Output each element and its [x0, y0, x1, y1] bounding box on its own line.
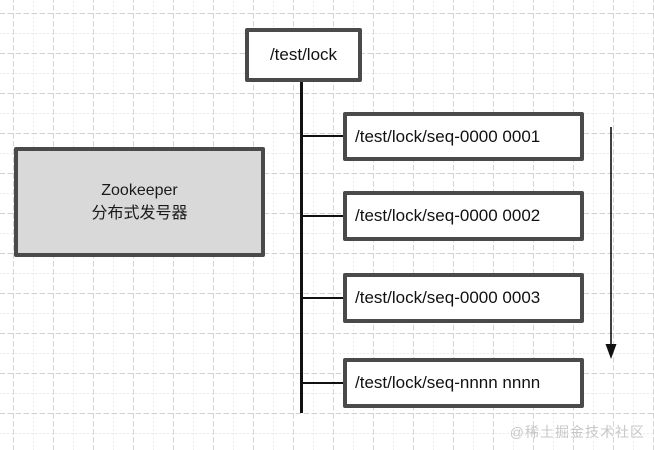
root-node-box: /test/lock: [245, 28, 362, 82]
root-node-label: /test/lock: [269, 45, 338, 64]
seq-node-label-2: /test/lock/seq-0000 0002: [355, 206, 541, 225]
connector-line-4: [302, 382, 344, 384]
connector-line-1: [302, 135, 344, 137]
seq-node-box-2: /test/lock/seq-0000 0002: [343, 191, 584, 241]
seq-node-label-3: /test/lock/seq-0000 0003: [355, 288, 541, 307]
connector-line-3: [302, 297, 344, 299]
zookeeper-box: Zookeeper 分布式发号器: [14, 147, 265, 257]
seq-node-label-1: /test/lock/seq-0000 0001: [355, 126, 541, 146]
connector-line-2: [302, 215, 344, 217]
seq-node-label-4: /test/lock/seq-nnnn nnnn: [355, 373, 541, 392]
watermark-text: @稀土掘金技术社区: [509, 424, 645, 440]
down-arrow-icon: [605, 127, 617, 359]
zookeeper-box-line2: 分布式发号器: [91, 205, 188, 222]
seq-node-box-1: /test/lock/seq-0000 0001: [343, 112, 584, 161]
tree-trunk-line: [300, 80, 303, 413]
seq-node-box-4: /test/lock/seq-nnnn nnnn: [343, 358, 584, 408]
seq-node-box-3: /test/lock/seq-0000 0003: [343, 273, 584, 323]
zookeeper-box-line1: Zookeeper: [101, 181, 178, 199]
